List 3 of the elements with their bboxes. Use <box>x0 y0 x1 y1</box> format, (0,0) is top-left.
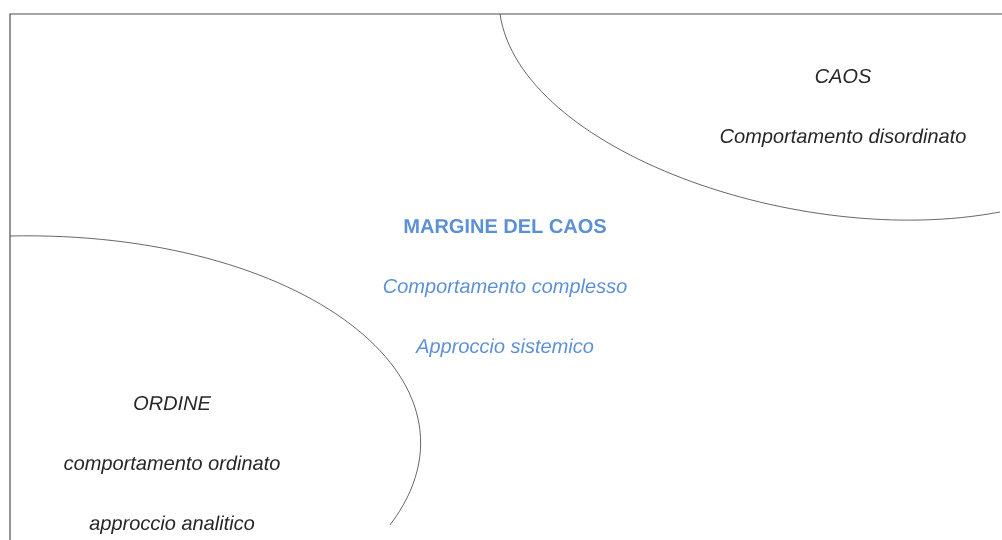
region-text: CAOS Comportamento disordinato <box>720 68 966 148</box>
region-text: ORDINE comportamento ordinato approccio analitico <box>64 395 280 535</box>
region-text: MARGINE DEL CAOS Comportamento complesso Approccio sistemico <box>383 218 627 358</box>
